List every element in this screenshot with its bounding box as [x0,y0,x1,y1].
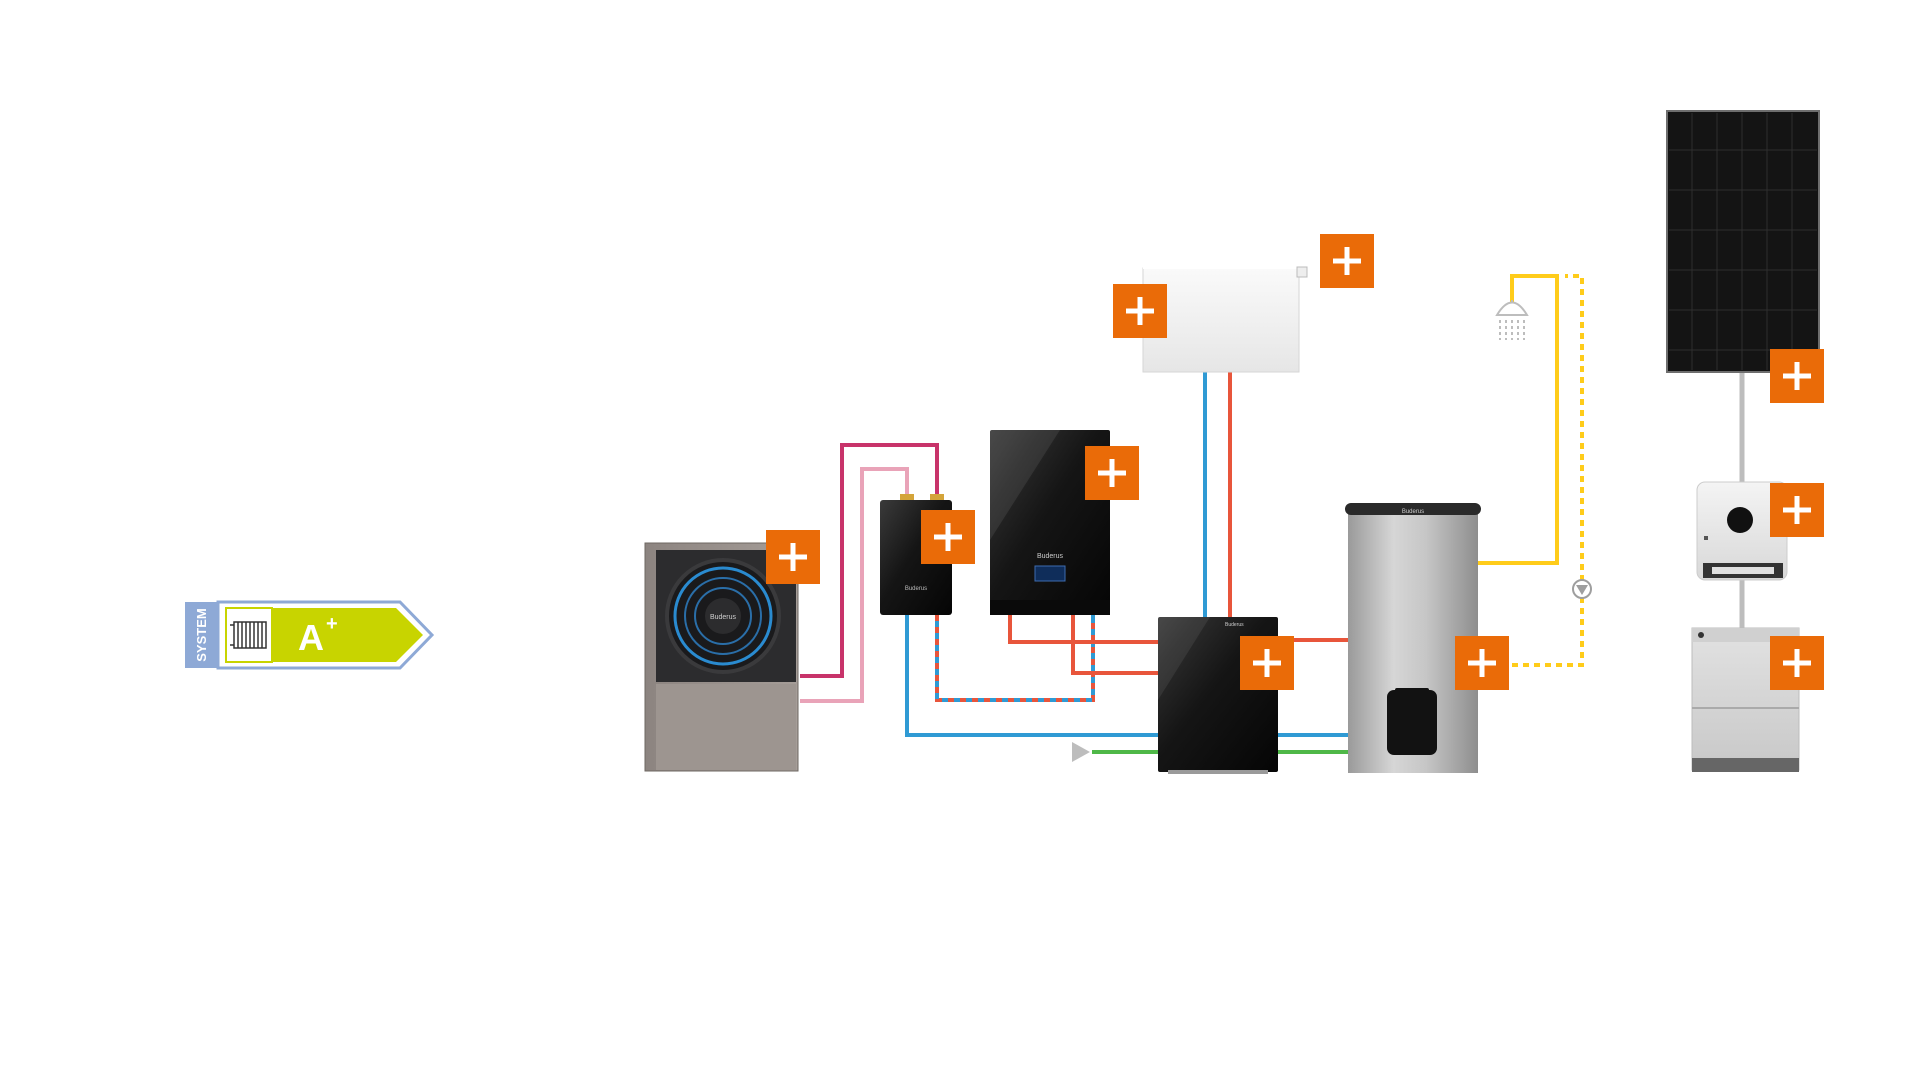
pipework [800,274,1745,754]
plus-icon [1098,459,1126,487]
storage-tank-hotspot[interactable] [1455,636,1509,690]
flow-line-indoor-2 [1071,615,1158,675]
mixed-line-b [935,615,1095,702]
label-rating-suffix: + [326,613,338,635]
energy-efficiency-label: SYSTEM A + [185,600,435,670]
shower-icon [1495,300,1529,340]
plus-icon [779,543,807,571]
radiator-hotspot[interactable] [1113,284,1167,338]
plus-icon [1126,297,1154,325]
indoor-unit-brand-text: Buderus [1037,553,1064,560]
return-line-blue [905,615,1158,737]
circulation-pump-icon [1572,579,1592,599]
heat-pump-brand-text: Buderus [710,614,737,621]
hotspots [766,234,1824,690]
plus-icon [1253,649,1281,677]
thermostat-hotspot[interactable] [1320,234,1374,288]
radiator [1142,266,1308,373]
flow-line-indoor-1 [1008,615,1158,644]
label-icon-box [225,607,273,663]
plus-icon [1783,649,1811,677]
pv-module-hotspot[interactable] [1770,349,1824,403]
photovoltaic-module [1666,110,1820,373]
hydraulic-module-hotspot[interactable] [921,510,975,564]
plus-icon [1783,496,1811,524]
label-system-band [185,602,218,668]
plus-icon [1333,247,1361,275]
battery-storage [1691,627,1800,772]
refrigerant-line-cold [800,467,909,703]
plus-icon [934,523,962,551]
flow-arrow-icon [1072,742,1090,762]
tank-service-hatch [1387,690,1437,755]
compact-unit-hotspot[interactable] [1240,636,1294,690]
compact-unit-brand-text: Buderus [1225,622,1244,628]
label-rating-arrow [272,608,423,662]
hot-water-line [1477,274,1559,565]
indoor-unit-hotspot[interactable] [1085,446,1139,500]
indoor-unit: Buderus [990,430,1110,615]
indoor-unit-display [1034,565,1066,582]
plus-icon [1783,362,1811,390]
mixed-line-a [935,615,1095,702]
hydraulic-module-brand-text: Buderus [905,586,927,592]
plus-icon [1468,649,1496,677]
label-system-text: SYSTEM [194,608,209,661]
radiator-icon [230,621,267,649]
inverter-hotspot[interactable] [1770,483,1824,537]
circulation-line [1512,274,1584,667]
heat-pump-hotspot[interactable] [766,530,820,584]
tank-brand-text: Buderus [1402,509,1424,515]
label-rating-letter: A [298,617,324,658]
battery-hotspot[interactable] [1770,636,1824,690]
refrigerant-line-hot [800,443,939,678]
inverter [1696,481,1788,581]
